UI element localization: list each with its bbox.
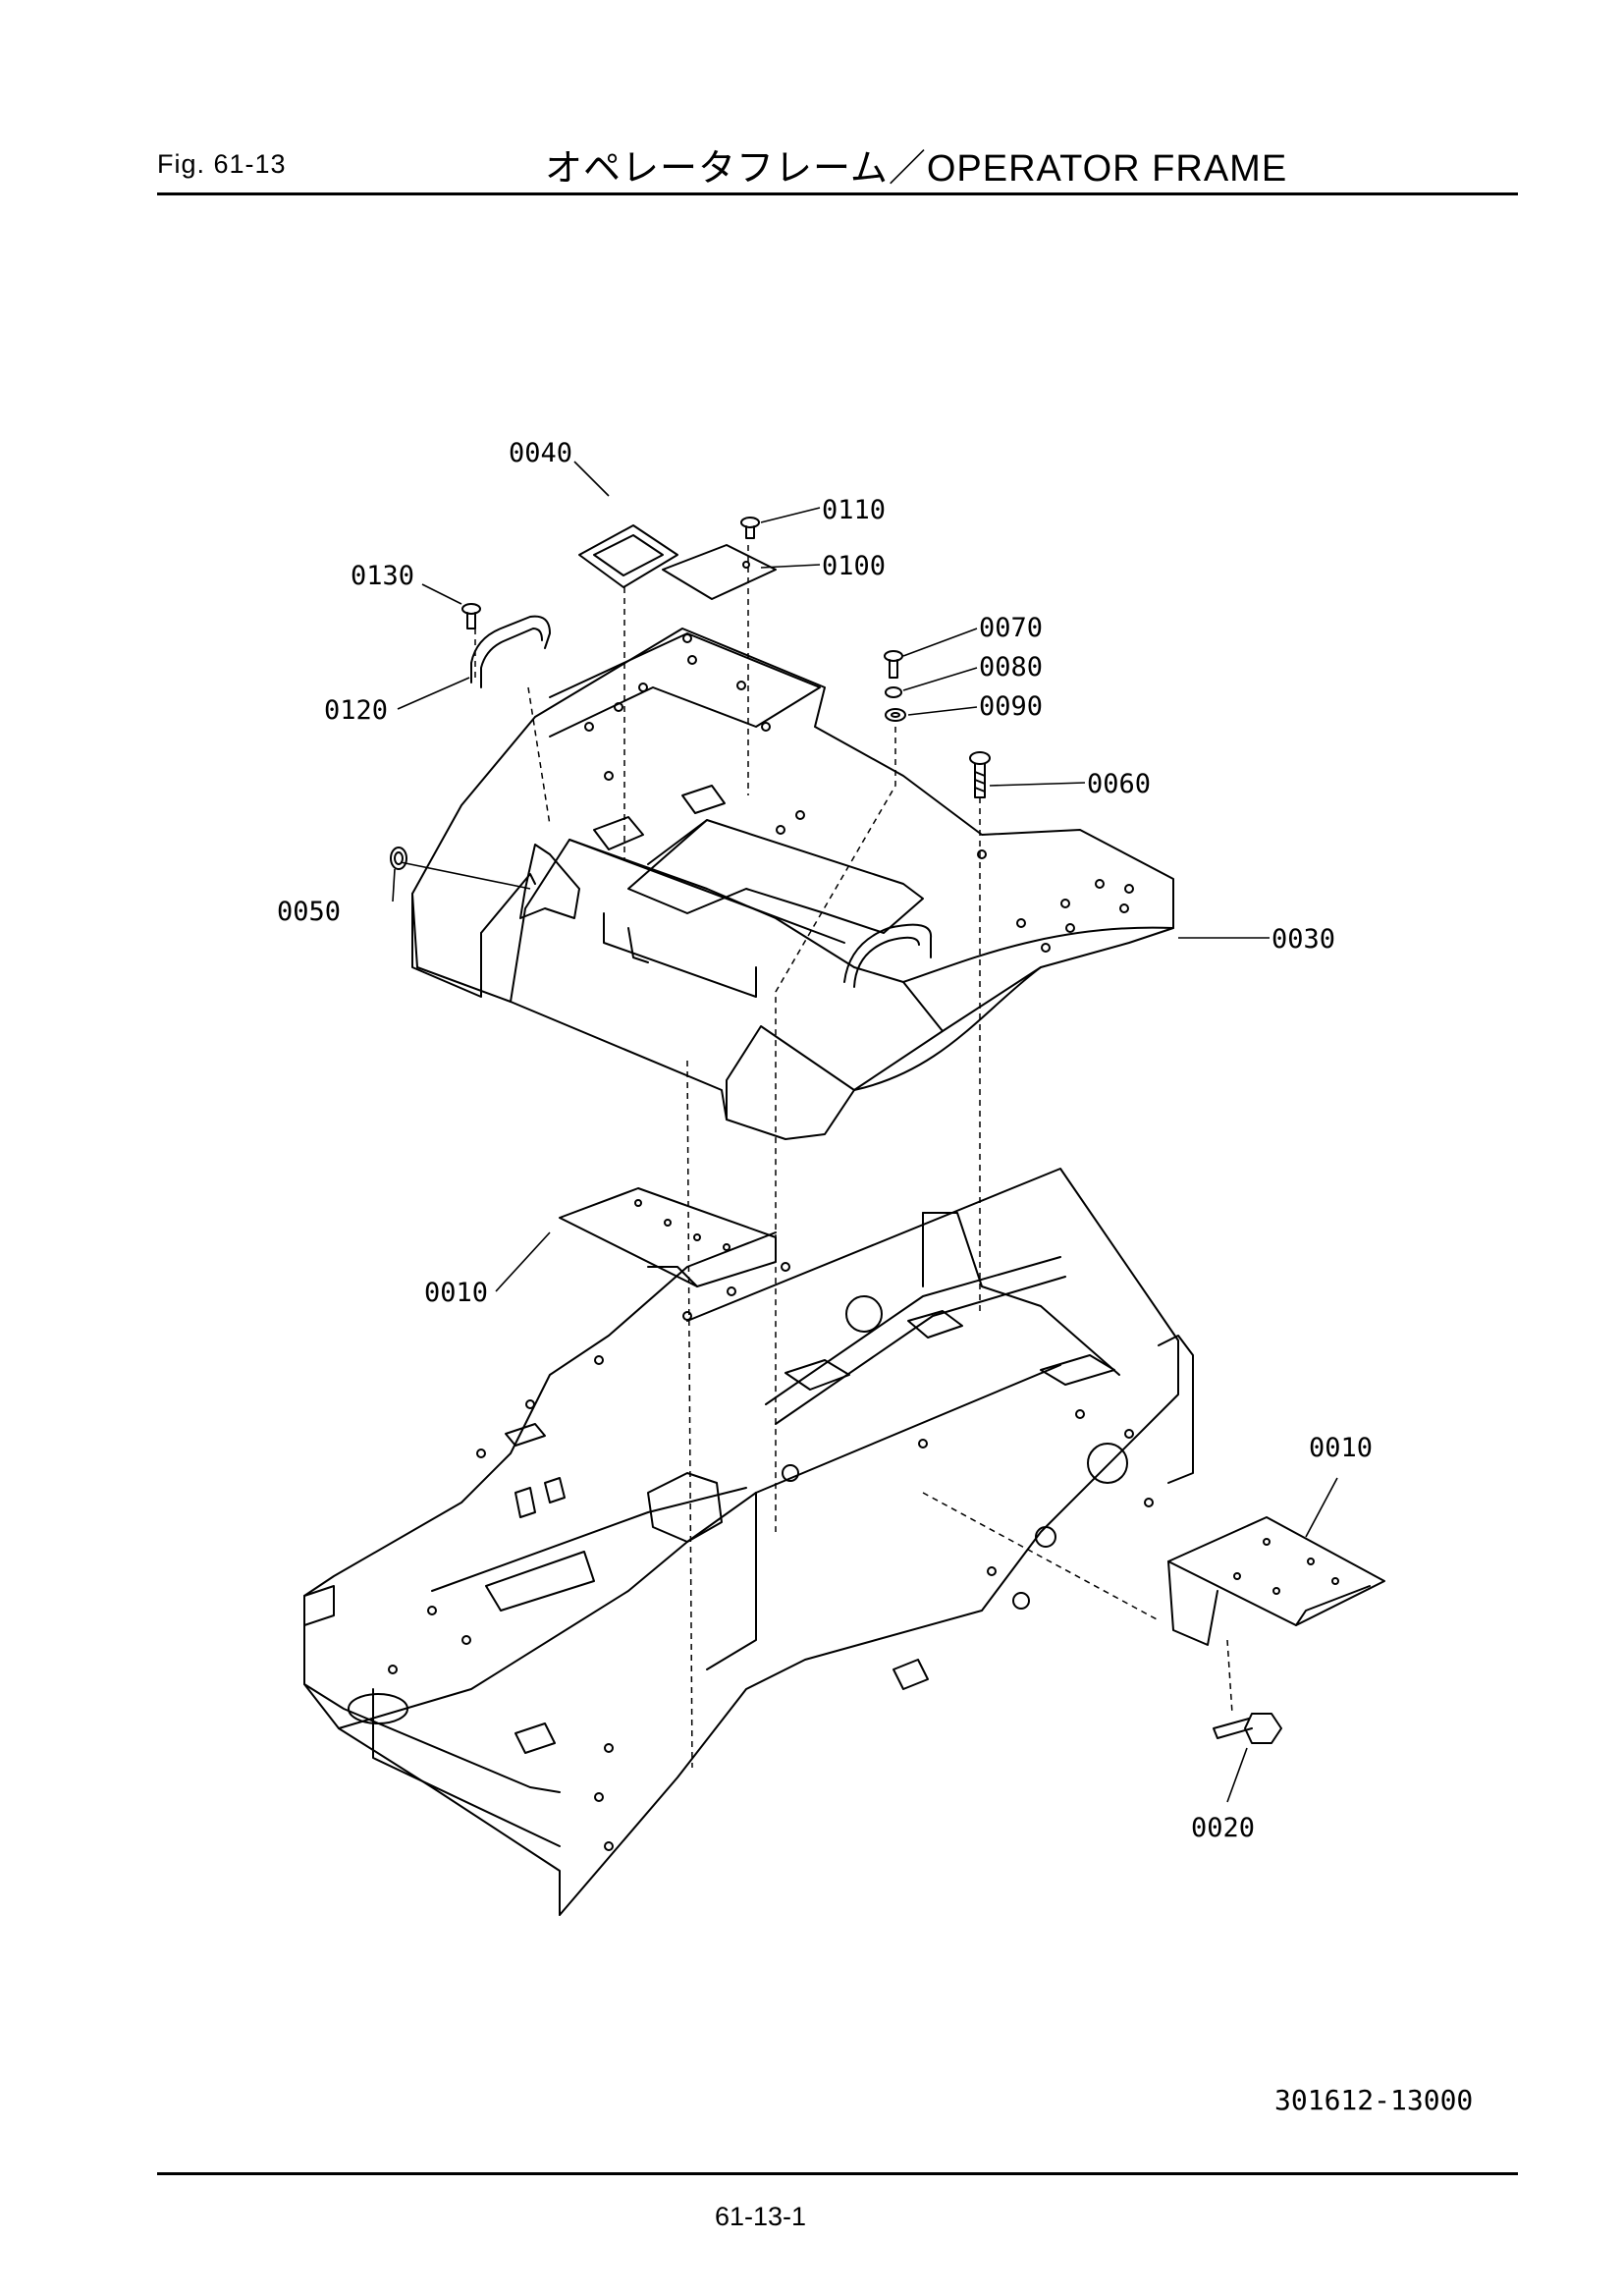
washer-0090 bbox=[885, 708, 906, 722]
bolt-0070 bbox=[884, 650, 903, 679]
callout-0060: 0060 bbox=[1087, 769, 1151, 799]
bolt-0110 bbox=[740, 517, 760, 539]
callout-0040: 0040 bbox=[509, 438, 572, 468]
callout-0120: 0120 bbox=[324, 695, 388, 726]
callout-leaders bbox=[392, 461, 1338, 1803]
handle-0120 bbox=[470, 615, 551, 688]
callout-0090: 0090 bbox=[979, 691, 1043, 722]
callout-0010-lower: 0010 bbox=[1309, 1433, 1373, 1463]
spring-washer-0080 bbox=[885, 686, 902, 698]
mounting-plate-0010-right bbox=[1167, 1516, 1385, 1646]
mounting-plate-0010-left bbox=[559, 1187, 777, 1287]
callout-0110: 0110 bbox=[822, 495, 886, 525]
callout-0050: 0050 bbox=[277, 897, 341, 927]
header-rule bbox=[157, 192, 1518, 195]
callout-0080: 0080 bbox=[979, 652, 1043, 683]
page-number: 61-13-1 bbox=[715, 2202, 807, 2231]
callout-0030: 0030 bbox=[1271, 924, 1335, 955]
bolt-0130 bbox=[461, 603, 481, 629]
callout-0070: 0070 bbox=[979, 613, 1043, 643]
callout-0010-upper: 0010 bbox=[424, 1278, 488, 1308]
operator-floor-frame bbox=[411, 628, 1174, 1140]
page-title: オペレータフレーム／OPERATOR FRAME bbox=[545, 148, 1288, 190]
hatch-cover-0040 bbox=[578, 524, 678, 588]
cover-plate-0100 bbox=[662, 544, 777, 600]
footer-rule bbox=[157, 2172, 1518, 2175]
callout-0100: 0100 bbox=[822, 551, 886, 581]
assembly-guide-lines bbox=[474, 545, 1233, 1769]
bolt-0020 bbox=[1213, 1713, 1282, 1744]
grommet-0050 bbox=[390, 847, 407, 870]
drawing-number: 301612-13000 bbox=[1274, 2084, 1474, 2116]
callout-0020: 0020 bbox=[1191, 1813, 1255, 1843]
callout-0130: 0130 bbox=[351, 561, 414, 591]
figure-number: Fig. 61-13 bbox=[157, 149, 287, 179]
main-lower-frame bbox=[303, 1168, 1194, 1916]
bolt-0060 bbox=[969, 751, 991, 798]
